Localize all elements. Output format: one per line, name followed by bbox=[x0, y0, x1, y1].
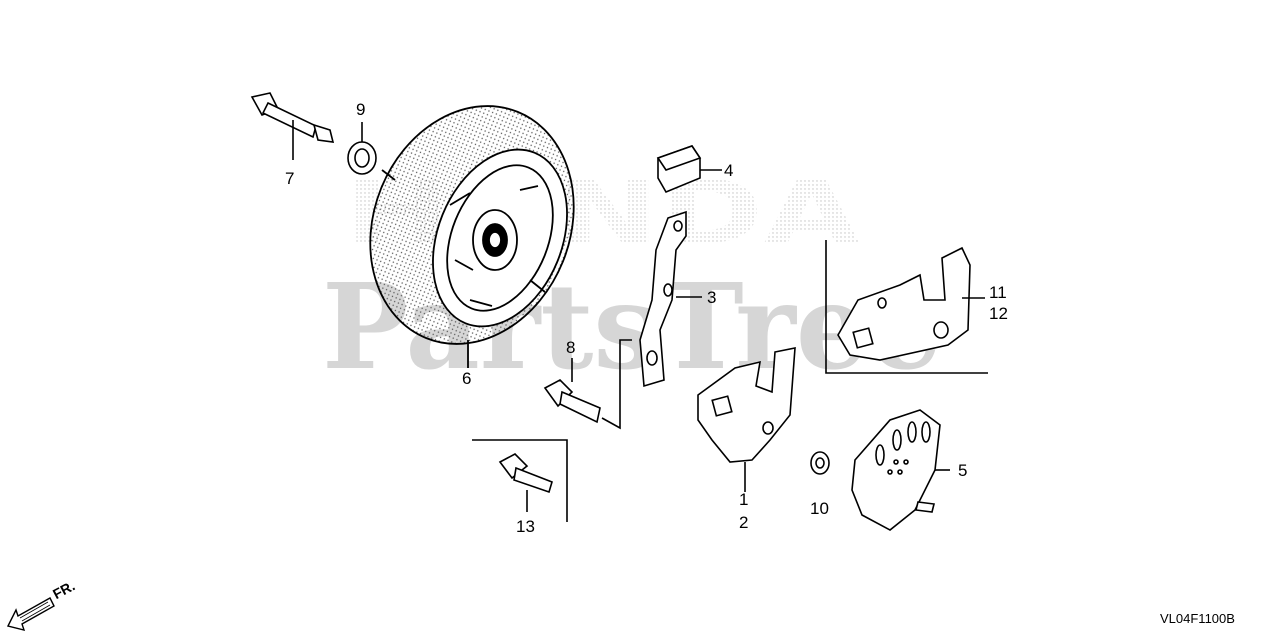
callout-2: 2 bbox=[739, 513, 749, 532]
callout-5: 5 bbox=[958, 461, 968, 480]
callout-6: 6 bbox=[462, 369, 472, 388]
part-13-bolt[interactable] bbox=[472, 439, 568, 522]
part-6-wheel[interactable] bbox=[335, 75, 608, 375]
callout-12: 12 bbox=[989, 304, 1008, 323]
callout-10: 10 bbox=[810, 499, 829, 518]
part-3-lever[interactable] bbox=[639, 210, 702, 388]
front-direction-arrow-icon bbox=[6, 597, 55, 631]
callout-9: 9 bbox=[356, 100, 366, 119]
part-1-2-bracket[interactable] bbox=[697, 347, 796, 492]
part-10-collar[interactable] bbox=[810, 451, 830, 475]
part-7-bolt[interactable] bbox=[250, 92, 335, 160]
callout-8: 8 bbox=[566, 338, 576, 357]
part-9-washer[interactable] bbox=[347, 122, 377, 175]
callout-1: 1 bbox=[739, 490, 749, 509]
part-4-cap[interactable] bbox=[656, 145, 722, 194]
part-8-bolt[interactable] bbox=[543, 339, 632, 430]
part-11-12-bracket[interactable] bbox=[825, 240, 988, 374]
diagram-code: VL04F1100B bbox=[1160, 611, 1235, 626]
callout-3: 3 bbox=[707, 288, 717, 307]
part-5-plate[interactable] bbox=[851, 409, 950, 531]
callout-4: 4 bbox=[724, 161, 734, 180]
callout-13: 13 bbox=[516, 517, 535, 536]
callout-11: 11 bbox=[989, 283, 1007, 302]
callout-7: 7 bbox=[285, 169, 295, 188]
